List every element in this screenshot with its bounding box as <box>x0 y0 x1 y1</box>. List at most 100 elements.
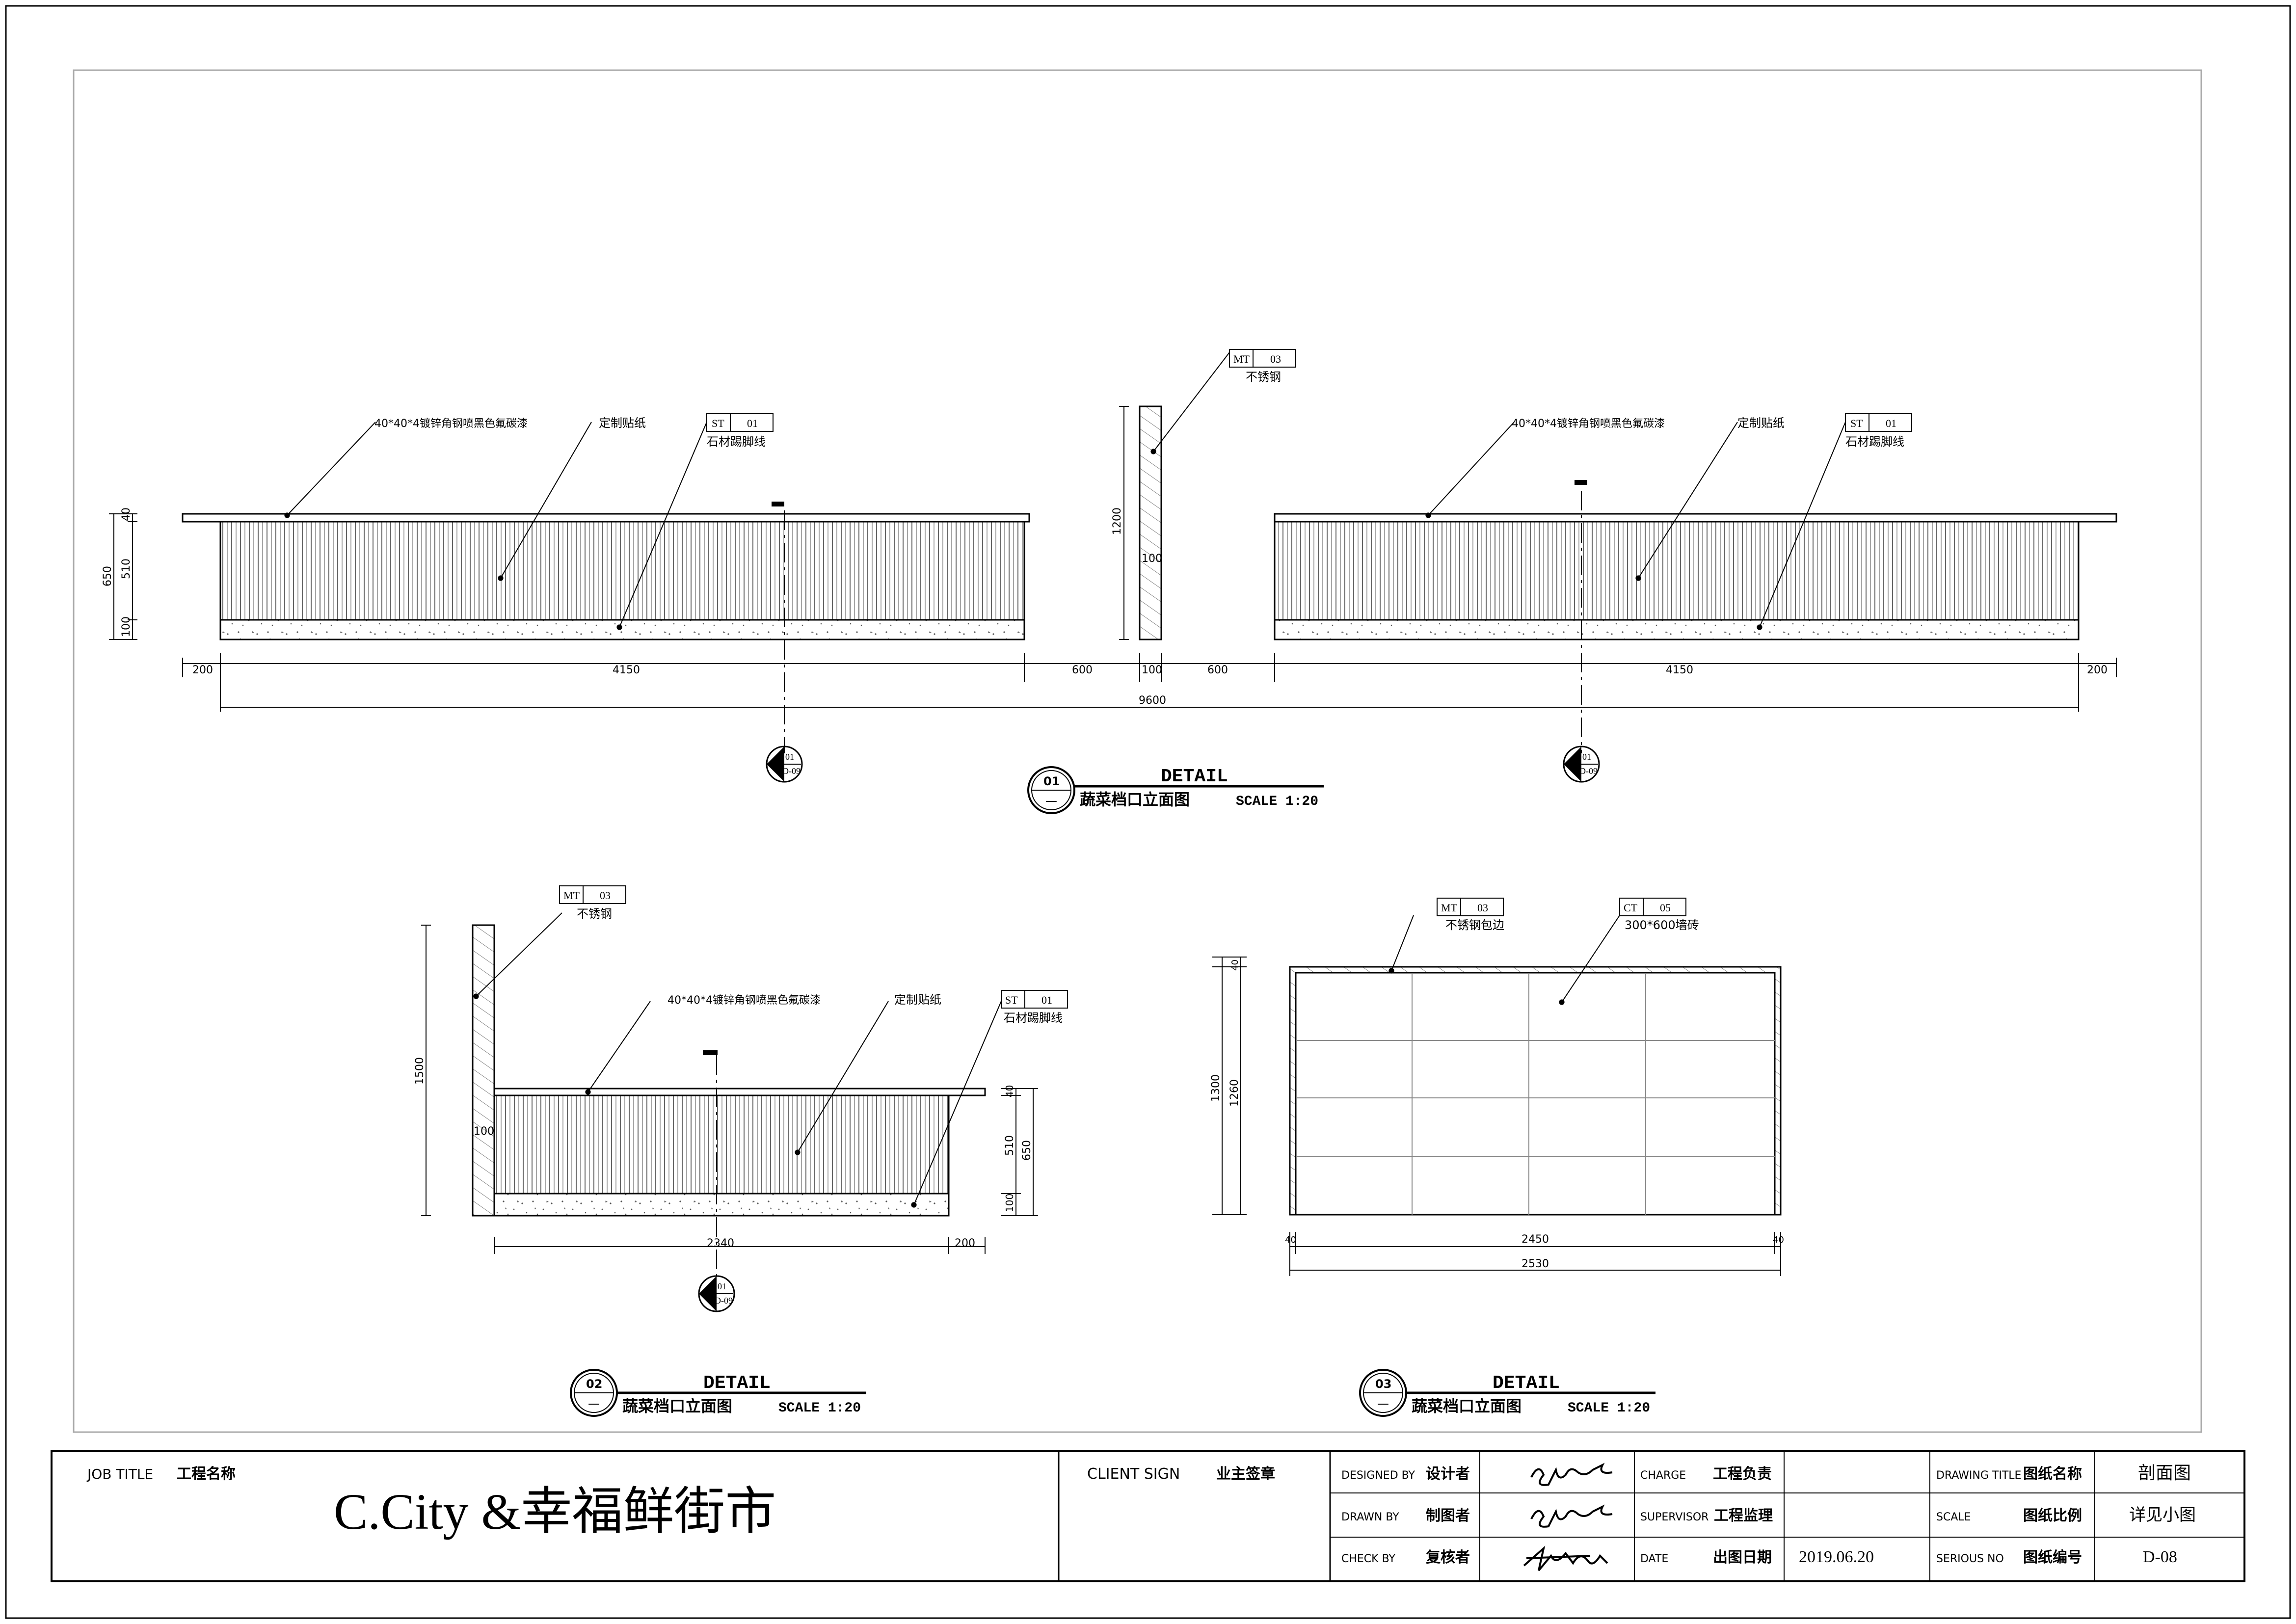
counter-right <box>1274 513 2117 640</box>
tag-st-01-right: ST 01 石材踢脚线 <box>1845 413 1912 449</box>
svg-text:工程负责: 工程负责 <box>1713 1465 1772 1483</box>
svg-text:图纸编号: 图纸编号 <box>2023 1549 2082 1566</box>
counter-left <box>182 513 1030 640</box>
drawing-title-value: 剖面图 <box>2138 1463 2191 1483</box>
svg-text:SERIOUS NO: SERIOUS NO <box>1936 1553 2004 1565</box>
svg-text:01: 01 <box>747 417 758 429</box>
detail-title-02: 02 — DETAIL 蔬菜档口立面图 SCALE 1:20 <box>570 1369 866 1417</box>
svg-text:出图日期: 出图日期 <box>1713 1549 1772 1566</box>
date-value: 2019.06.20 <box>1799 1548 1874 1566</box>
svg-text:制图者: 制图者 <box>1426 1507 1470 1524</box>
svg-text:03: 03 <box>600 889 611 902</box>
callout-custom-sticker-right: 定制贴纸 <box>1737 416 1785 430</box>
svg-text:01: 01 <box>1043 774 1060 788</box>
svg-text:200: 200 <box>2087 664 2108 676</box>
svg-text:200: 200 <box>192 664 213 676</box>
svg-text:DATE: DATE <box>1640 1553 1668 1565</box>
detail-title-03: 03 — DETAIL 蔬菜档口立面图 SCALE 1:20 <box>1359 1369 1655 1417</box>
svg-text:图纸名称: 图纸名称 <box>2023 1465 2082 1483</box>
svg-text:03: 03 <box>1270 353 1281 365</box>
svg-text:图纸比例: 图纸比例 <box>2023 1507 2082 1524</box>
svg-text:01: 01 <box>718 1281 726 1291</box>
detail-01-elevation: 40*40*4镀锌角钢喷黑色氟碳漆 定制贴纸 40*40*4镀锌角钢喷黑色氟碳漆… <box>102 349 2117 814</box>
callout-angle-steel-right: 40*40*4镀锌角钢喷黑色氟碳漆 <box>1512 418 1665 430</box>
svg-text:2530: 2530 <box>1522 1258 1549 1270</box>
svg-text:SCALE 1:20: SCALE 1:20 <box>1236 794 1318 809</box>
svg-text:MT: MT <box>1441 902 1458 914</box>
job-title-cn: 工程名称 <box>177 1465 236 1483</box>
svg-text:4150: 4150 <box>613 664 640 676</box>
callout-angle-steel: 40*40*4镀锌角钢喷黑色氟碳漆 <box>374 418 528 430</box>
serious-no-value: D-08 <box>2143 1548 2177 1566</box>
callout-custom-sticker-d02: 定制贴纸 <box>894 993 941 1007</box>
svg-text:600: 600 <box>1207 664 1228 676</box>
stainless-post-02 <box>472 924 495 1217</box>
svg-text:01: 01 <box>1041 994 1052 1006</box>
svg-text:650: 650 <box>102 566 114 586</box>
tag-mt-03-top: MT 03 不锈钢 <box>1229 349 1296 384</box>
svg-text:2450: 2450 <box>1522 1233 1549 1246</box>
detail-03-elevation: MT 03 不锈钢包边 CT 05 300*600墙砖 1300 1260 40 <box>1210 898 1784 1417</box>
signature-checker <box>1523 1545 1608 1571</box>
svg-text:100: 100 <box>1004 1194 1015 1212</box>
svg-text:01: 01 <box>1886 417 1896 429</box>
tag-mt-03-d02: MT 03 不锈钢 <box>559 885 626 921</box>
svg-text:不锈钢: 不锈钢 <box>577 907 612 921</box>
callout-stone-skirting-left: 石材踢脚线 <box>707 435 766 449</box>
svg-text:MT: MT <box>1233 353 1250 365</box>
svg-text:蔬菜档口立面图: 蔬菜档口立面图 <box>1412 1397 1522 1415</box>
svg-text:ST: ST <box>1005 994 1018 1006</box>
svg-text:DETAIL: DETAIL <box>1493 1373 1560 1394</box>
svg-text:1260: 1260 <box>1228 1079 1241 1107</box>
drawing-frame <box>73 69 2202 1433</box>
tag-ct-05: CT 05 300*600墙砖 <box>1619 898 1699 932</box>
svg-text:1200: 1200 <box>1111 507 1123 535</box>
svg-text:600: 600 <box>1072 664 1093 676</box>
svg-text:03: 03 <box>1477 902 1488 914</box>
callout-stainless-top: 不锈钢 <box>1246 370 1281 384</box>
scale-value: 详见小图 <box>2129 1505 2196 1525</box>
svg-text:650: 650 <box>1021 1140 1033 1161</box>
svg-text:ST: ST <box>1850 417 1863 429</box>
title-block: JOB TITLE 工程名称 C.City &幸福鲜街市 CLIENT SIGN… <box>51 1450 2245 1582</box>
svg-text:设计者: 设计者 <box>1426 1465 1470 1483</box>
tag-st-01-d02: ST 01 石材踢脚线 <box>1001 990 1068 1025</box>
tag-mt-03-d03: MT 03 不锈钢包边 <box>1437 898 1504 932</box>
svg-text:复核者: 复核者 <box>1426 1549 1470 1566</box>
svg-text:SCALE 1:20: SCALE 1:20 <box>778 1401 861 1416</box>
svg-text:100: 100 <box>120 616 133 637</box>
svg-text:D-09: D-09 <box>1579 766 1598 776</box>
outer-frame <box>5 5 2291 1619</box>
svg-text:510: 510 <box>1004 1135 1016 1156</box>
svg-text:40: 40 <box>1230 959 1240 971</box>
svg-text:CHARGE: CHARGE <box>1640 1469 1686 1482</box>
svg-text:—: — <box>588 1397 600 1411</box>
svg-text:03: 03 <box>1375 1377 1391 1391</box>
svg-text:40: 40 <box>1773 1235 1784 1245</box>
svg-text:蔬菜档口立面图: 蔬菜档口立面图 <box>1080 790 1190 809</box>
svg-text:CT: CT <box>1624 902 1638 914</box>
svg-text:9600: 9600 <box>1139 694 1166 707</box>
svg-text:100: 100 <box>1142 664 1162 676</box>
svg-text:—: — <box>1045 794 1057 808</box>
client-sign-label: CLIENT SIGN <box>1087 1465 1180 1483</box>
svg-text:100: 100 <box>474 1125 494 1138</box>
job-title-label: JOB TITLE <box>86 1466 153 1482</box>
svg-text:MT: MT <box>563 889 580 902</box>
callout-angle-steel-d02: 40*40*4镀锌角钢喷黑色氟碳漆 <box>667 994 821 1007</box>
project-name: C.City &幸福鲜街市 <box>334 1484 776 1540</box>
svg-text:D-09: D-09 <box>715 1296 733 1305</box>
signature-drafter <box>1530 1504 1613 1528</box>
svg-text:DRAWING TITLE: DRAWING TITLE <box>1936 1469 2021 1482</box>
svg-text:40: 40 <box>1285 1235 1296 1245</box>
svg-text:40: 40 <box>120 507 133 521</box>
svg-text:SUPERVISOR: SUPERVISOR <box>1640 1511 1709 1523</box>
svg-text:DETAIL: DETAIL <box>1161 766 1228 787</box>
section-mark-right: 01 D-09 <box>1563 745 1600 783</box>
tile-wall <box>1295 972 1776 1216</box>
svg-text:1500: 1500 <box>414 1057 426 1085</box>
signature-designer <box>1530 1463 1613 1486</box>
callout-wall-tile: 300*600墙砖 <box>1625 918 1699 932</box>
section-mark-left: 01 D-09 <box>766 745 803 783</box>
svg-text:蔬菜档口立面图: 蔬菜档口立面图 <box>622 1397 732 1415</box>
